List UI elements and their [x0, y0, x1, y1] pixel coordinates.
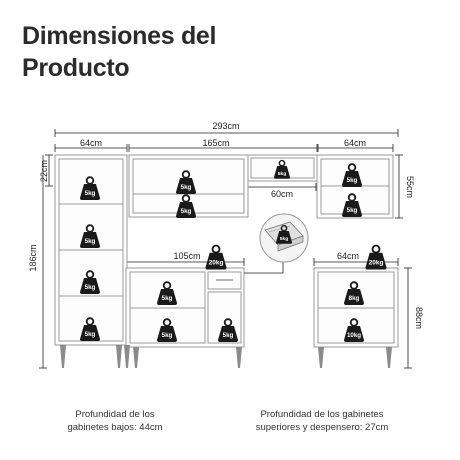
- title-line-2: Producto: [22, 54, 130, 82]
- weight-icon: 5kg: [80, 317, 100, 341]
- weight-label: 5kg: [278, 171, 287, 177]
- right-lower-width-label: 64cm: [337, 251, 359, 261]
- tall-height-label: 186cm: [28, 244, 38, 271]
- lower-width-label: 105cm: [173, 251, 200, 261]
- weight-icon: 5kg: [176, 194, 196, 218]
- upper-depth-note-line-1: Profundidad de los gabinetes: [260, 409, 384, 420]
- right-upper-width-label: 64cm: [344, 138, 366, 148]
- upper-width-label: 165cm: [202, 138, 229, 148]
- drawer-detail-callout: [244, 213, 309, 274]
- tall-width-label: 64cm: [80, 138, 102, 148]
- weight-icon: 5kg: [218, 318, 238, 342]
- weight-label: 5kg: [181, 208, 192, 215]
- weight-icon: 8kg: [344, 281, 364, 305]
- page-title: Dimensiones del Producto: [22, 20, 216, 84]
- weight-icon: 5kg: [80, 270, 100, 294]
- weight-label: 5kg: [162, 332, 173, 339]
- upper-depth-note: Profundidad de los gabinetes superiores …: [234, 408, 410, 434]
- weight-label: 10kg: [347, 332, 361, 339]
- weight-label: 5kg: [223, 332, 234, 339]
- weight-label: 8kg: [349, 295, 360, 302]
- lower-depth-note-line-1: Profundidad de los: [75, 409, 155, 420]
- cabinet-legs: [60, 345, 392, 368]
- weight-icon: 10kg: [344, 318, 364, 342]
- weight-label: 5kg: [280, 236, 289, 242]
- weight-label: 5kg: [347, 207, 358, 214]
- weight-label: 5kg: [85, 331, 96, 338]
- weight-label: 5kg: [85, 238, 96, 245]
- right-upper-height-label: 55cm: [405, 176, 415, 198]
- weight-icon: 20kg: [205, 244, 227, 270]
- microwave-width-label: 60cm: [271, 189, 293, 199]
- weight-icon: 5kg: [157, 318, 177, 342]
- upper-depth-note-line-2: superiores y despensero: 27cm: [255, 422, 389, 433]
- weight-icon: 5kg: [80, 224, 100, 248]
- lower-depth-note-line-2: gabinetes bajos: 44cm: [67, 422, 163, 433]
- upper-height-label: 22cm: [39, 160, 49, 182]
- title-line-1: Dimensiones del: [22, 22, 217, 50]
- upper-cabinet: [128, 154, 318, 218]
- weight-icon: 5kg: [176, 170, 196, 194]
- weight-icon: 5kg: [80, 176, 100, 200]
- weight-icon: 5kg: [342, 193, 362, 217]
- lower-depth-note: Profundidad de los gabinetes bajos: 44cm: [52, 408, 178, 434]
- weight-label: 5kg: [181, 184, 192, 191]
- weight-label: 20kg: [369, 259, 384, 266]
- weight-label: 5kg: [85, 284, 96, 291]
- weight-icon: 5kg: [342, 163, 362, 187]
- total-width-label: 293cm: [212, 121, 239, 131]
- weight-icon: 5kg: [157, 281, 177, 305]
- weight-label: 5kg: [85, 190, 96, 197]
- weight-icon: 5kg: [276, 224, 292, 244]
- weight-icon: 5kg: [274, 159, 290, 179]
- weight-icon: 20kg: [365, 244, 387, 270]
- weight-label: 20kg: [209, 259, 224, 266]
- weight-label: 5kg: [162, 295, 173, 302]
- right-lower-height-label: 88cm: [414, 307, 424, 329]
- weight-label: 5kg: [347, 177, 358, 184]
